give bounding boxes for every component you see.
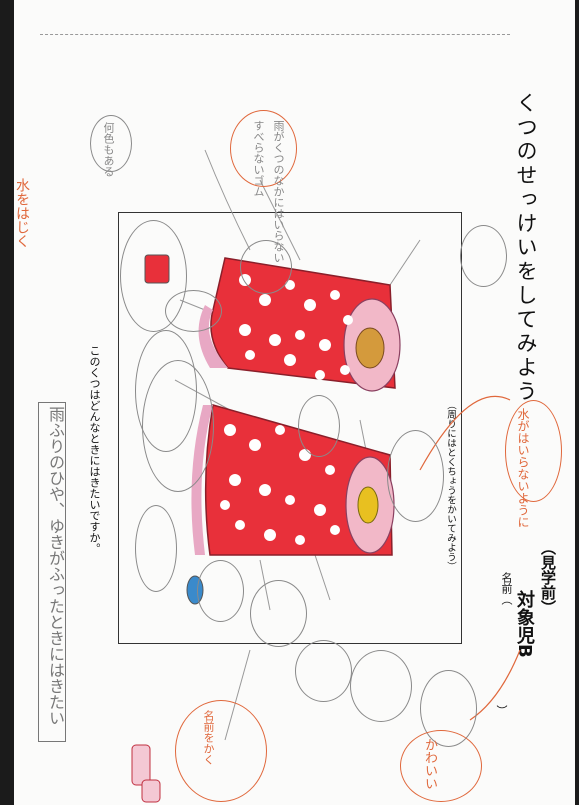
note-bubble-red	[175, 700, 267, 802]
answer-text: 雨ふりのひや、ゆきがふったときにはきたい	[46, 406, 65, 726]
note-bubble	[135, 505, 177, 592]
subject-label: 対象児B	[514, 590, 535, 658]
note-rubber: すべらないゴム	[252, 120, 265, 197]
note-bubble	[197, 560, 244, 622]
name-label: 名前（	[500, 572, 513, 605]
note-water-repel: 水をはじく	[14, 178, 30, 248]
scan-left-edge	[0, 0, 14, 805]
note-bubble-red	[400, 730, 482, 802]
scan-right-edge	[575, 0, 579, 805]
note-bubble	[240, 240, 292, 294]
instruction-text: （周りにはとくちょうをかいてみよう）	[445, 400, 456, 571]
answer-box	[38, 402, 66, 742]
note-bubble	[120, 220, 187, 332]
note-many-colors: 何色もある	[102, 122, 115, 177]
boot-sketch-bottom-2	[141, 779, 161, 803]
note-waterproof: 水がはいらないように	[516, 408, 530, 528]
note-bubble	[460, 225, 507, 287]
question-text: このくつはどんなときにはきたいですか。	[88, 345, 101, 554]
note-bubble	[350, 650, 412, 722]
note-bubble	[387, 430, 444, 522]
cut-line	[40, 34, 510, 35]
phase-label: （見学前）	[539, 540, 557, 615]
note-bubble	[298, 395, 340, 457]
note-bubble	[90, 115, 132, 172]
note-cute: かわいい	[422, 738, 437, 790]
boot-sketch-bottom-1	[131, 744, 151, 786]
name-close: ）	[495, 705, 508, 716]
note-bubble-red	[230, 110, 297, 187]
worksheet-title: くつのせっけいをしてみよう	[514, 92, 538, 404]
note-bubble	[295, 640, 352, 702]
note-bubble	[250, 580, 307, 647]
note-name: 名前をかく	[202, 710, 215, 765]
note-bubble-red	[505, 400, 562, 502]
note-bubble	[142, 360, 214, 492]
note-no-rain: 雨がくつのなかにはいらない	[272, 120, 285, 263]
